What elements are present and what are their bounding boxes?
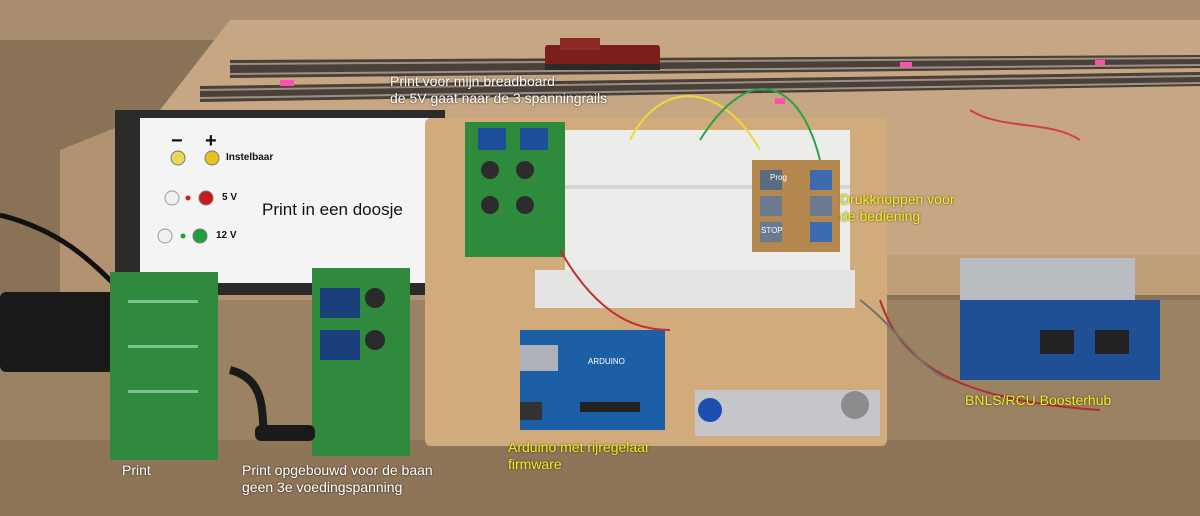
box-12v-label: 12 V	[216, 230, 237, 241]
annotation-track-print-line1: Print opgebouwd voor de baan	[242, 462, 433, 478]
annotation-arduino-line2: firmware	[508, 456, 562, 472]
power-adapter	[0, 292, 115, 372]
annotation-buttons-line1: Drukknoppen voor	[840, 191, 955, 207]
annotation-print: Print	[122, 462, 151, 478]
arduino-board	[520, 330, 665, 430]
motor-bracket	[695, 390, 880, 436]
annotation-buttons-line2: de bediening	[840, 208, 921, 224]
prog-button-cap: Prog	[770, 173, 787, 182]
breadboard-power-pcb	[465, 122, 565, 257]
box-adjustable-label: Instelbaar	[226, 152, 274, 163]
annotation-booster: BNLS/RCU Boosterhub	[965, 392, 1112, 408]
locomotive	[545, 38, 660, 70]
annotation-breadboard-print-line1: Print voor mijn breadboard	[390, 73, 555, 89]
pcb-print	[110, 272, 218, 460]
button-panel	[752, 160, 840, 252]
rail-track	[199, 55, 1200, 104]
annotation-arduino-line1: Arduino met rijregelaar	[508, 439, 650, 455]
wires	[559, 88, 1101, 411]
box-title: Print in een doosje	[262, 200, 403, 219]
enclosure-box	[115, 110, 445, 295]
stop-button-cap: STOP	[761, 226, 783, 235]
box-plus-label: +	[205, 130, 217, 152]
annotation-track-print-line2: geen 3e voedingspanning	[242, 479, 403, 495]
box-5v-label: 5 V	[222, 192, 238, 203]
box-minus-label: −	[171, 130, 183, 152]
annotation-breadboard-print-line2: de 5V gaat naar de 3 spanningrails	[390, 90, 608, 106]
pcb-track-print	[255, 268, 410, 456]
arduino-brand-label: ARDUINO	[588, 357, 625, 366]
booster-hub	[960, 258, 1160, 380]
